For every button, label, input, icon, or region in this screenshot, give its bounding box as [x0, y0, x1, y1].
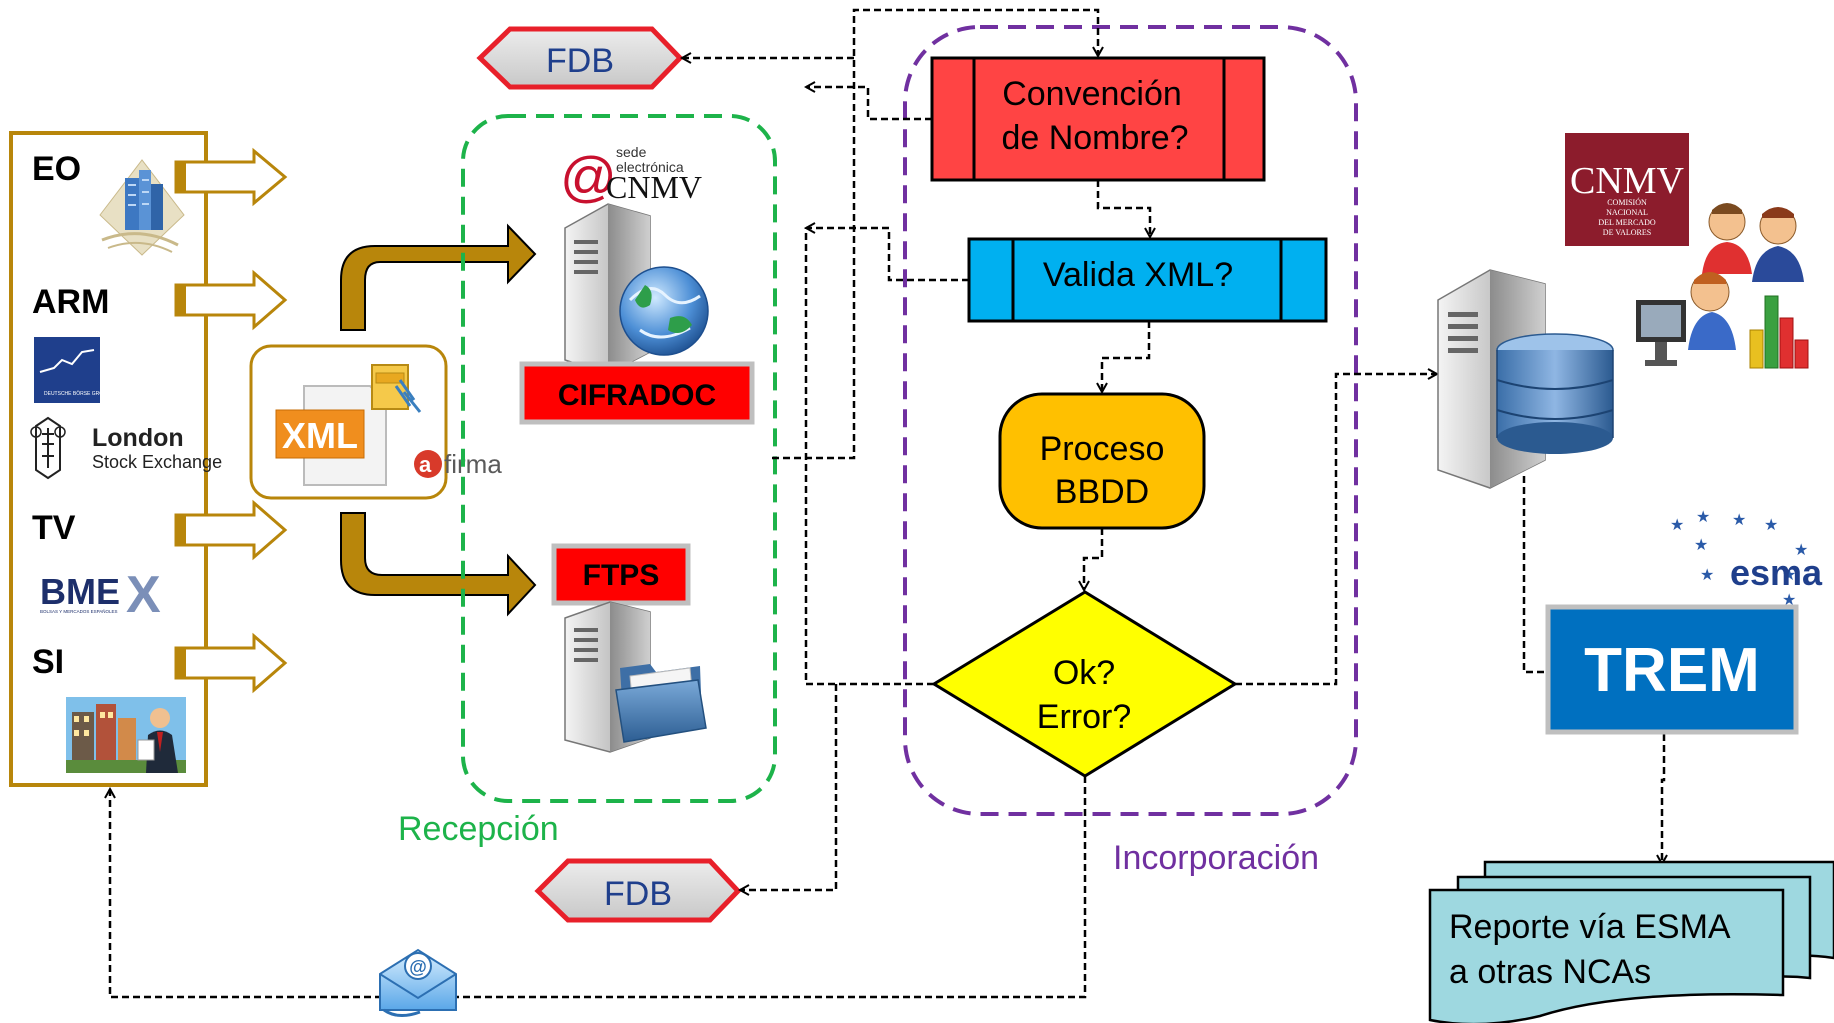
svg-text:electrónica: electrónica [616, 159, 684, 175]
svg-text:BME: BME [40, 571, 120, 612]
label-tv: TV [32, 509, 76, 547]
label-si: SI [32, 643, 64, 681]
svg-text:★: ★ [1732, 512, 1746, 529]
svg-text:a otras NCAs: a otras NCAs [1449, 953, 1651, 991]
afirma-logo: a firma [414, 449, 502, 479]
trem-box: TREM [1545, 604, 1799, 735]
svg-text:firma: firma [444, 449, 502, 479]
svg-text:BBDD: BBDD [1055, 473, 1149, 511]
esma-logo: ★★ ★★ ★ ★★ ★★ esma [1670, 509, 1823, 609]
zip-archive-icon [371, 364, 422, 413]
svg-text:FDB: FDB [546, 42, 614, 80]
cifradoc-label-box: CIFRADOC [519, 361, 755, 425]
svg-text:★: ★ [1670, 517, 1684, 534]
fdb-top: FDB [476, 26, 684, 90]
svg-text:DE VALORES: DE VALORES [1603, 228, 1651, 237]
users-analytics-icon [1636, 203, 1809, 369]
svg-text:London: London [92, 424, 184, 452]
svg-text:Ok?: Ok? [1053, 654, 1115, 692]
ok-error-decision: Ok? Error? [931, 590, 1238, 778]
naming-convention-step: Convención de Nombre? [930, 56, 1266, 182]
svg-text:Stock Exchange: Stock Exchange [92, 452, 222, 472]
svg-text:X: X [126, 566, 161, 624]
svg-text:a: a [419, 452, 432, 477]
svg-text:BOLSAS Y MERCADOS ESPAÑOLES: BOLSAS Y MERCADOS ESPAÑOLES [40, 608, 118, 614]
xml-file-icon: XML [275, 385, 387, 486]
reception-label: Recepción [398, 810, 559, 848]
svg-text:FTPS: FTPS [583, 559, 660, 592]
svg-text:★: ★ [1696, 509, 1710, 526]
entities-panel [9, 131, 208, 787]
incorporation-label: Incorporación [1113, 839, 1319, 877]
lower-gold-arrow [340, 512, 537, 617]
validate-xml-step: Valida XML? [967, 237, 1328, 323]
bme-logo: BME X BOLSAS Y MERCADOS ESPAÑOLES [40, 566, 161, 624]
outline-arrow-si [174, 632, 288, 694]
svg-text:Proceso: Proceso [1040, 430, 1165, 468]
svg-text:de Nombre?: de Nombre? [1001, 119, 1188, 157]
email-icon: @ [379, 948, 457, 1017]
deutsche-boerse-logo: DEUTSCHE BÖRSE GROUP [34, 337, 111, 403]
svg-text:CNMV: CNMV [1570, 160, 1685, 202]
svg-text:esma: esma [1730, 552, 1823, 593]
svg-text:sede: sede [616, 144, 647, 160]
svg-text:Convención: Convención [1002, 75, 1182, 113]
globe-icon [619, 266, 709, 356]
businessman-picture [66, 697, 186, 773]
svg-text:NACIONAL: NACIONAL [1606, 208, 1648, 217]
svg-text:Valida XML?: Valida XML? [1043, 256, 1233, 294]
svg-text:★: ★ [1764, 517, 1778, 534]
svg-text:Reporte vía ESMA: Reporte vía ESMA [1449, 908, 1731, 946]
sede-electronica-logo: @ sede electrónica CNMV [560, 144, 702, 208]
fdb-bottom: FDB [534, 858, 742, 923]
svg-text:@: @ [560, 145, 617, 208]
svg-text:CIFRADOC: CIFRADOC [558, 379, 716, 412]
outline-arrow-eo [174, 147, 288, 207]
outline-arrow-arm [174, 269, 288, 331]
incorporation-region [903, 25, 1358, 816]
svg-text:FDB: FDB [604, 875, 672, 913]
ftps-label-box: FTPS [551, 543, 691, 606]
svg-text:★: ★ [1694, 537, 1708, 554]
svg-text:@: @ [409, 957, 427, 977]
svg-text:Error?: Error? [1037, 698, 1131, 736]
svg-text:TREM: TREM [1584, 636, 1760, 705]
upper-gold-arrow [340, 223, 537, 331]
svg-text:DEUTSCHE BÖRSE GROUP: DEUTSCHE BÖRSE GROUP [44, 390, 111, 397]
svg-text:★: ★ [1782, 567, 1796, 584]
cnmv-logo: CNMV COMISIÓN NACIONAL DEL MERCADO DE VA… [1565, 133, 1689, 246]
svg-text:COMISIÓN: COMISIÓN [1607, 197, 1647, 207]
dashed-connectors [110, 8, 1664, 999]
svg-text:DEL MERCADO: DEL MERCADO [1598, 218, 1655, 227]
london-stock-exchange-logo: London Stock Exchange [30, 416, 222, 480]
label-arm: ARM [32, 283, 109, 321]
report-documents: Reporte vía ESMA a otras NCAs [1428, 860, 1834, 1023]
svg-text:★: ★ [1794, 542, 1808, 559]
svg-text:XML: XML [282, 415, 358, 456]
svg-text:★: ★ [1700, 567, 1714, 584]
db-process-step: Proceso BBDD [998, 392, 1206, 530]
label-eo: EO [32, 150, 81, 188]
svg-text:CNMV: CNMV [606, 169, 702, 205]
folder-icon [615, 664, 707, 743]
outline-arrow-tv [174, 499, 288, 561]
database-icon [1496, 333, 1614, 454]
building-icon [99, 159, 185, 256]
